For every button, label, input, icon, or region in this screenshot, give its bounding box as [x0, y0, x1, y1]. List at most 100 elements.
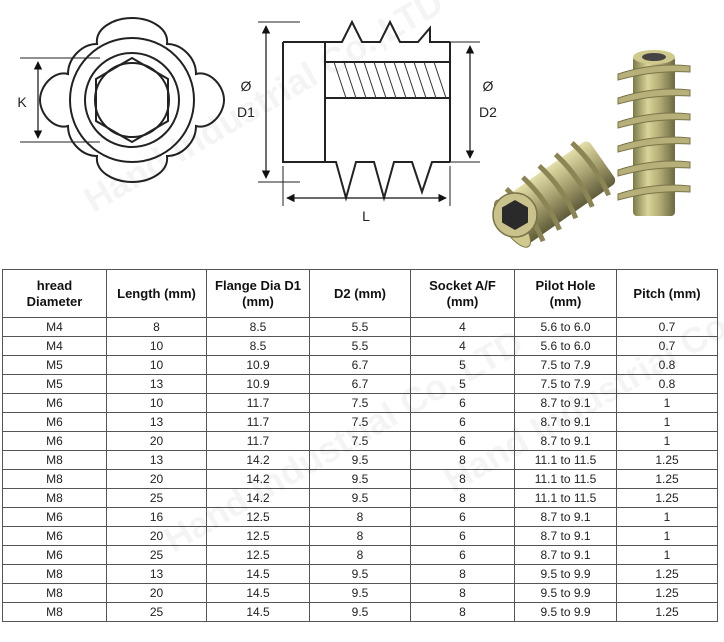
table-cell: M6: [2, 412, 107, 432]
table-cell: 8.7 to 9.1: [514, 545, 617, 565]
table-cell: 8.7 to 9.1: [514, 393, 617, 413]
table-cell: 10: [106, 355, 207, 375]
table-cell: 9.5 to 9.9: [514, 602, 617, 622]
table-cell: 5.5: [309, 317, 411, 337]
table-cell: 7.5 to 7.9: [514, 355, 617, 375]
column-header: Socket A/F (mm): [410, 269, 515, 318]
table-cell: 8: [309, 526, 411, 546]
table-cell: 8: [309, 507, 411, 527]
d2-label: D2: [479, 104, 497, 120]
table-cell: 6: [410, 412, 515, 432]
table-cell: 12.5: [206, 526, 310, 546]
table-cell: 8: [106, 317, 207, 337]
thread-hatching: [333, 61, 447, 99]
table-cell: 7.5: [309, 431, 411, 451]
column-header: Pilot Hole (mm): [514, 269, 617, 318]
end-view: [38, 16, 226, 184]
table-cell: 8: [410, 450, 515, 470]
table-cell: 10.9: [206, 355, 310, 375]
table-cell: 25: [106, 488, 207, 508]
table-cell: 13: [106, 412, 207, 432]
table-cell: M8: [2, 564, 107, 584]
table-cell: 11.1 to 11.5: [514, 450, 617, 470]
table-cell: 1.25: [616, 450, 718, 470]
table-cell: 8.7 to 9.1: [514, 412, 617, 432]
table-cell: 9.5: [309, 488, 411, 508]
table-cell: 5: [410, 355, 515, 375]
table-cell: 25: [106, 545, 207, 565]
table-cell: 6: [410, 393, 515, 413]
table-cell: 8.7 to 9.1: [514, 507, 617, 527]
table-cell: 8: [410, 469, 515, 489]
table-cell: 12.5: [206, 507, 310, 527]
table-cell: 0.7: [616, 336, 718, 356]
side-view: [282, 19, 451, 202]
table-cell: 1: [616, 507, 718, 527]
table-cell: M6: [2, 526, 107, 546]
table-cell: M8: [2, 469, 107, 489]
k-label: K: [17, 94, 27, 110]
d1-label: D1: [237, 104, 255, 120]
table-cell: 12.5: [206, 545, 310, 565]
table-cell: 25: [106, 602, 207, 622]
table-cell: 0.8: [616, 355, 718, 375]
table-cell: 20: [106, 526, 207, 546]
table-cell: 8: [410, 583, 515, 603]
table-cell: 14.2: [206, 469, 310, 489]
table-cell: 0.8: [616, 374, 718, 394]
table-cell: 5.5: [309, 336, 411, 356]
table-cell: 1.25: [616, 583, 718, 603]
d1-symbol-label: Ø: [240, 78, 252, 94]
table-cell: 6.7: [309, 374, 411, 394]
table-cell: 8.7 to 9.1: [514, 526, 617, 546]
table-cell: 6: [410, 526, 515, 546]
table-cell: M6: [2, 393, 107, 413]
table-cell: 1: [616, 412, 718, 432]
table-cell: M4: [2, 336, 107, 356]
hex-socket-photo: [492, 192, 538, 238]
table-cell: M8: [2, 583, 107, 603]
table-cell: 9.5 to 9.9: [514, 583, 617, 603]
table-cell: 14.5: [206, 602, 310, 622]
table-cell: M5: [2, 355, 107, 375]
table-cell: 14.2: [206, 450, 310, 470]
table-cell: 7.5: [309, 393, 411, 413]
column-header: Length (mm): [106, 269, 207, 318]
table-cell: 9.5 to 9.9: [514, 564, 617, 584]
table-cell: 4: [410, 336, 515, 356]
table-cell: 8: [410, 564, 515, 584]
table-cell: 11.7: [206, 431, 310, 451]
table-cell: 1: [616, 431, 718, 451]
table-cell: 10: [106, 336, 207, 356]
table-cell: M4: [2, 317, 107, 337]
table-cell: 14.5: [206, 564, 310, 584]
table-cell: 16: [106, 507, 207, 527]
table-cell: 8.7 to 9.1: [514, 431, 617, 451]
table-cell: 11.7: [206, 412, 310, 432]
table-cell: 6: [410, 545, 515, 565]
table-cell: 9.5: [309, 450, 411, 470]
table-cell: 20: [106, 431, 207, 451]
table-cell: 7.5: [309, 412, 411, 432]
column-header: hread Diameter: [2, 269, 107, 318]
table-cell: 5: [410, 374, 515, 394]
table-cell: 13: [106, 374, 207, 394]
table-cell: 1: [616, 526, 718, 546]
table-cell: 6: [410, 507, 515, 527]
table-cell: 1.25: [616, 488, 718, 508]
table-cell: 10.9: [206, 374, 310, 394]
table-cell: 13: [106, 450, 207, 470]
table-cell: M6: [2, 507, 107, 527]
